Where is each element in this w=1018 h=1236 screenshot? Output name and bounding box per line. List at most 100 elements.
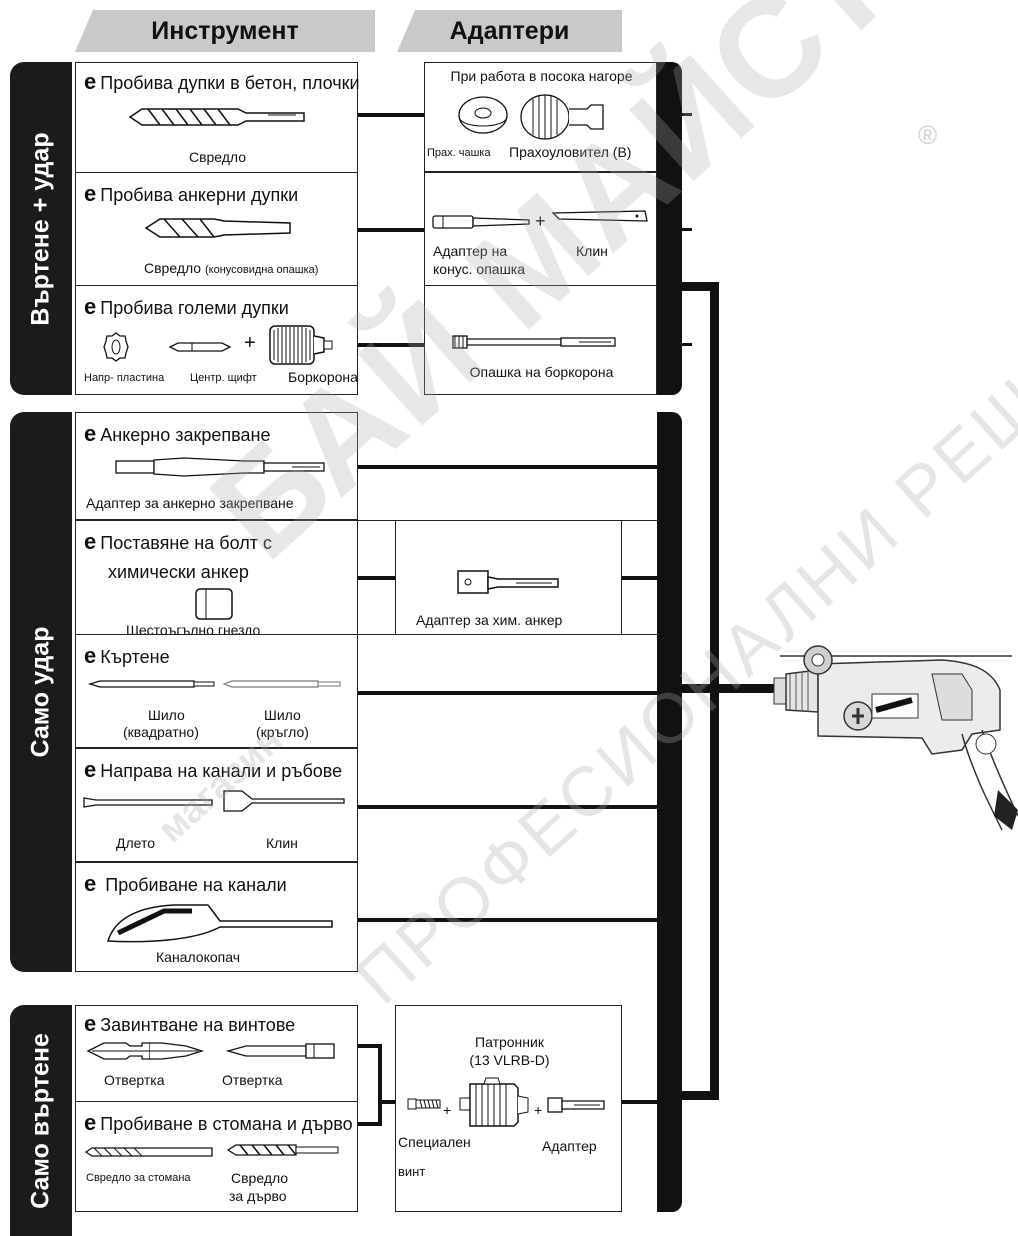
link-screw-bracket-v: [378, 1044, 382, 1126]
adapter-caption-taper-2: конус. опашка: [433, 261, 526, 277]
dust-collector-icon: [520, 94, 604, 140]
steel-drill-bit-icon: [84, 1147, 213, 1157]
tool-title-chiseling: Къртене: [100, 647, 170, 667]
bracket-tick-1: [682, 113, 692, 116]
chemical-anchor-adapter-icon: [457, 570, 559, 594]
link-chuck-to-bracket: [622, 1100, 657, 1104]
tool-caption-flat-chisel: Длето: [116, 835, 156, 851]
adapter-caption-chemical-anchor: Адаптер за хим. анкер: [416, 612, 563, 628]
core-bit-icon: [269, 325, 333, 365]
bullet-icon: e: [84, 294, 97, 319]
bullet-icon: e: [84, 643, 97, 668]
tool-title-drill-concrete: Пробива дупки в бетон, плочки: [100, 73, 360, 93]
link-screw-bracket-b: [357, 1122, 382, 1126]
tool-caption-steel-bit: Свредло за стомана: [86, 1172, 191, 1184]
link-row6: [357, 691, 657, 695]
drill-chuck-icon: [459, 1077, 529, 1127]
tool-caption-anchor-adapter: Адаптер за анкерно закрепване: [86, 495, 294, 511]
tool-caption-channel-chisel: Каналокопач: [156, 949, 240, 965]
bracket-rotation-impact: [657, 62, 682, 395]
tool-caption-square-point-1: Шило: [148, 707, 185, 723]
channel-chisel-icon: [107, 904, 333, 943]
side-label-rotation-only: Само въртене: [26, 1032, 55, 1209]
adapter-title-dust: При работа в посока нагоре: [450, 68, 633, 84]
connector-bottom: [682, 1091, 719, 1100]
tool-title-steel-wood: Пробиване в стомана и дърво: [100, 1114, 353, 1134]
bullet-icon: e: [84, 1011, 97, 1036]
adapter-box-core-shank: Опашка на боркорона: [424, 285, 657, 395]
header-tool: Инструмент: [75, 10, 375, 52]
connector-middle: [682, 684, 782, 693]
chuck-adapter-icon: [547, 1097, 605, 1113]
connector-top: [682, 282, 719, 291]
adapter-title-chuck-2: (13 VLRB-D): [469, 1052, 550, 1068]
bracket-tick-2: [682, 228, 692, 231]
rotary-hammer-drill-icon: [773, 645, 1018, 831]
side-panel-rotation-impact: Въртене + удар: [10, 62, 72, 395]
tool-caption-taper-bit: Свредло: [144, 260, 202, 276]
ejector-plate-icon: [103, 332, 129, 362]
adapter-title-chuck-1: Патронник: [475, 1034, 544, 1050]
link-screw-bracket: [357, 1044, 382, 1048]
watermark-registered: ®: [918, 120, 938, 150]
special-screw-icon: [407, 1098, 441, 1110]
tool-caption-square-point-2: (квадратно): [123, 724, 199, 740]
wide-chisel-icon: [223, 790, 345, 812]
wedge-key-icon: [551, 210, 648, 222]
round-point-chisel-icon: [222, 680, 341, 688]
taper-drill-bit-icon: [144, 218, 291, 238]
tool-title-anchor-fixing: Анкерно закрепване: [100, 425, 271, 445]
bracket-rotation-only: [657, 767, 682, 1212]
bullet-icon: e: [84, 421, 97, 446]
adapter-caption-special-screw-1: Специален: [398, 1134, 471, 1150]
bullet-icon: e: [84, 757, 97, 782]
adapter-caption-dust-cup: Прах. чашка: [427, 147, 491, 159]
link-to-chuck: [378, 1100, 395, 1104]
tool-caption-wood-bit-2: за дърво: [229, 1188, 287, 1204]
adapter-caption-wedge: Клин: [576, 243, 608, 259]
tool-caption-drill-bit: Свредло: [188, 149, 247, 165]
bullet-icon: e: [84, 871, 97, 896]
header-adapters: Адаптери: [397, 10, 622, 52]
tool-title-chemical-anchor-2: химически анкер: [108, 562, 249, 582]
double-screwdriver-bit-icon: [86, 1042, 205, 1060]
plus-sign: +: [244, 332, 256, 354]
square-point-chisel-icon: [87, 680, 215, 688]
tool-caption-center-pin: Центр. щифт: [190, 372, 257, 384]
bullet-icon: e: [84, 1110, 97, 1135]
tool-title-channels: Пробиване на канали: [105, 875, 287, 895]
core-bit-shank-icon: [452, 335, 616, 349]
bullet-icon: e: [84, 69, 97, 94]
tool-caption-taper-note: (конусовидна опашка): [204, 264, 319, 276]
center-pin-icon: [168, 342, 232, 352]
flat-chisel-icon: [83, 797, 213, 808]
tool-box-channels: e Пробиване на канали Каналокопач: [75, 862, 358, 972]
adapter-caption-dust-collector: Прахоуловител (B): [509, 144, 632, 160]
chem-anchor-link-right: [622, 576, 657, 580]
tool-caption-screwdriver-b: Отвертка: [222, 1072, 283, 1088]
adapter-box-dust: При работа в посока нагоре Прах. чашка П…: [424, 62, 657, 172]
tool-caption-core-bit: Боркорона: [288, 369, 358, 385]
adapter-caption-core-shank: Опашка на боркорона: [469, 364, 614, 380]
adapter-caption-taper-1: Адаптер на: [433, 243, 508, 259]
adapter-caption-chuck-adapter: Адаптер: [542, 1138, 597, 1154]
plus-sign: +: [534, 1102, 543, 1118]
adapter-caption-special-screw-2: винт: [398, 1164, 426, 1179]
plus-sign: +: [443, 1102, 452, 1118]
taper-adapter-icon: [432, 215, 530, 229]
sds-drill-bit-icon: [128, 108, 305, 126]
tool-caption-ejector-plate: Напр- пластина: [84, 372, 165, 384]
tool-title-chemical-anchor-1: Поставяне на болт с: [100, 533, 272, 553]
plus-sign: +: [535, 211, 546, 231]
adapter-box-chuck: Патронник (13 VLRB-D) + + Специален винт…: [395, 1005, 622, 1212]
tool-title-grooves: Направа на канали и ръбове: [100, 761, 343, 781]
side-label-impact-only: Само удар: [26, 626, 55, 758]
